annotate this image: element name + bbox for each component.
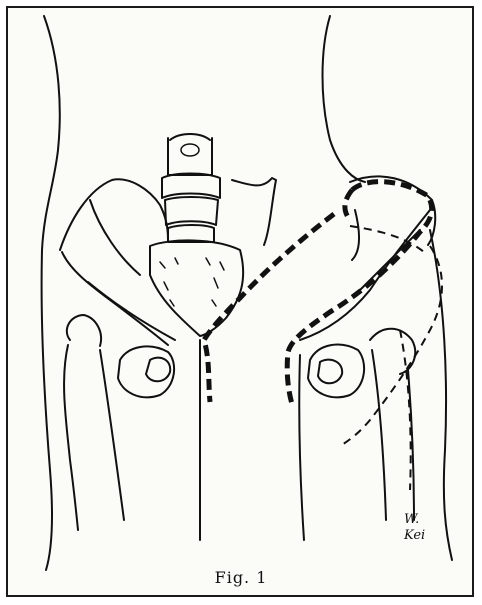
- displaced-ilium-dashed: [350, 226, 424, 252]
- sacrum: [150, 240, 243, 336]
- right-flap-dashed: [345, 190, 352, 220]
- torso-left-outline: [42, 16, 60, 570]
- right-ilium: [232, 176, 435, 340]
- right-midline-line: [299, 355, 304, 540]
- left-incision-dashed: [204, 214, 334, 402]
- left-ilium: [60, 179, 175, 345]
- displaced-femur-dashed: [340, 246, 442, 446]
- figure-caption: Fig. 1: [0, 568, 482, 587]
- right-hip-joint: [308, 329, 415, 520]
- left-hip-joint: [64, 315, 174, 530]
- torso-right-outline: [323, 16, 366, 182]
- artist-signature: W. Kei: [404, 512, 425, 544]
- displaced-shaft-dashed: [400, 330, 411, 490]
- spine: [162, 134, 220, 242]
